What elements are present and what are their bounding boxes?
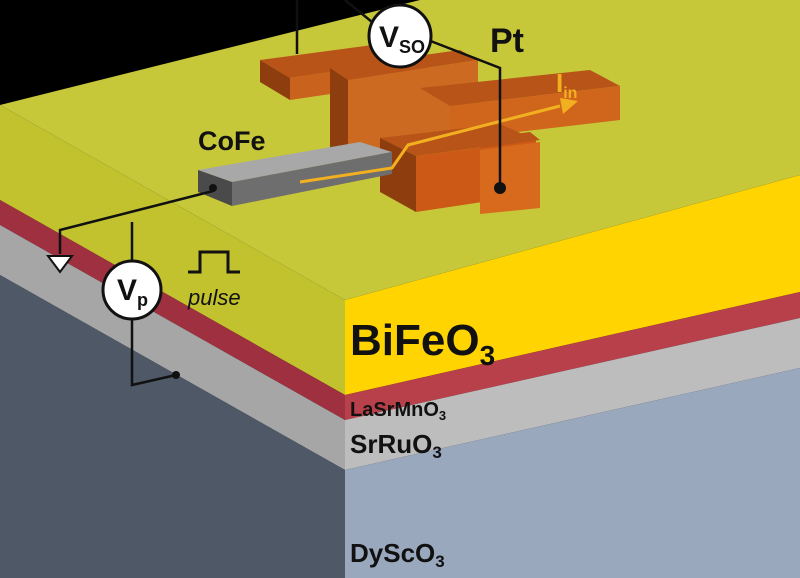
- current-label: Iin: [556, 68, 577, 102]
- lsmo-sub: 3: [439, 408, 446, 423]
- pt-label: Pt: [490, 22, 524, 60]
- dso-base: DyScO: [350, 538, 435, 568]
- vp-meter: Vp: [101, 259, 163, 321]
- vso-base: V: [379, 21, 399, 54]
- sro-label: SrRuO3: [350, 429, 442, 462]
- pulse-icon: [188, 250, 240, 274]
- bfo-label: BiFeO3: [350, 316, 495, 371]
- sro-side-face: [0, 225, 345, 470]
- wires: [58, 0, 502, 387]
- current-sub: in: [563, 85, 577, 102]
- bfo-side-face: [0, 105, 345, 395]
- dso-front-face: [345, 368, 800, 578]
- cofe-contact-dot: [209, 184, 217, 192]
- lsmo-label: LaSrMnO3: [350, 399, 446, 423]
- current-path-arrow: [299, 104, 561, 184]
- bfo-sub: 3: [480, 340, 496, 371]
- current-arrowhead: [560, 98, 578, 114]
- lsmo-front-face: [345, 292, 800, 420]
- svg-text:Vp: Vp: [117, 274, 148, 310]
- sro-sub: 3: [432, 443, 441, 462]
- pulse-label: pulse: [187, 285, 241, 310]
- pt-electrode: [260, 42, 620, 214]
- bfo-base: BiFeO: [350, 316, 480, 365]
- sro-base: SrRuO: [350, 429, 432, 459]
- bfo-front-face: [345, 175, 800, 395]
- bottom-contact-dot: [172, 371, 180, 379]
- dso-sub: 3: [435, 552, 444, 571]
- vso-sub: SO: [399, 37, 425, 57]
- sro-front-face: [345, 318, 800, 470]
- svg-text:VSO: VSO: [379, 21, 425, 57]
- cofe-label: CoFe: [198, 126, 266, 156]
- vso-meter: VSO: [367, 3, 433, 69]
- dso-side-face: [0, 275, 345, 578]
- lsmo-side-face: [0, 200, 345, 420]
- current-base: I: [556, 68, 563, 98]
- lsmo-base: LaSrMnO: [350, 399, 439, 421]
- ground-icon: [46, 255, 74, 274]
- vp-sub: p: [137, 290, 148, 310]
- dso-label: DyScO3: [350, 538, 445, 571]
- vp-base: V: [117, 274, 137, 307]
- pt-contact-dot: [494, 182, 506, 194]
